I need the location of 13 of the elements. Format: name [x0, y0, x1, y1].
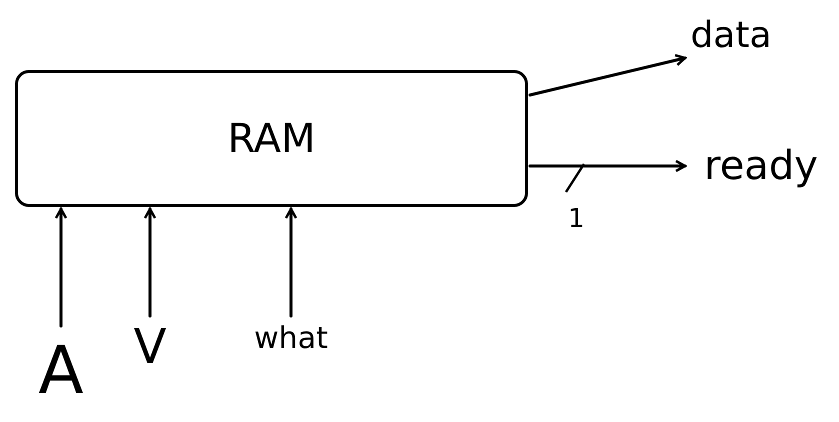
- arrow: [54, 208, 68, 328]
- box-title: RAM: [227, 116, 316, 162]
- arrow: [528, 160, 686, 172]
- signal-label: V: [125, 318, 175, 376]
- signal-label: A: [25, 328, 97, 412]
- signal-label: what: [245, 318, 337, 358]
- arrow: [528, 54, 686, 96]
- memory-box: [15, 70, 528, 207]
- arrow: [284, 208, 298, 318]
- arrow: [144, 208, 156, 318]
- bus-width-label: 1: [568, 204, 585, 234]
- signal-label: data: [688, 12, 774, 58]
- signal-label: ready: [688, 140, 834, 192]
